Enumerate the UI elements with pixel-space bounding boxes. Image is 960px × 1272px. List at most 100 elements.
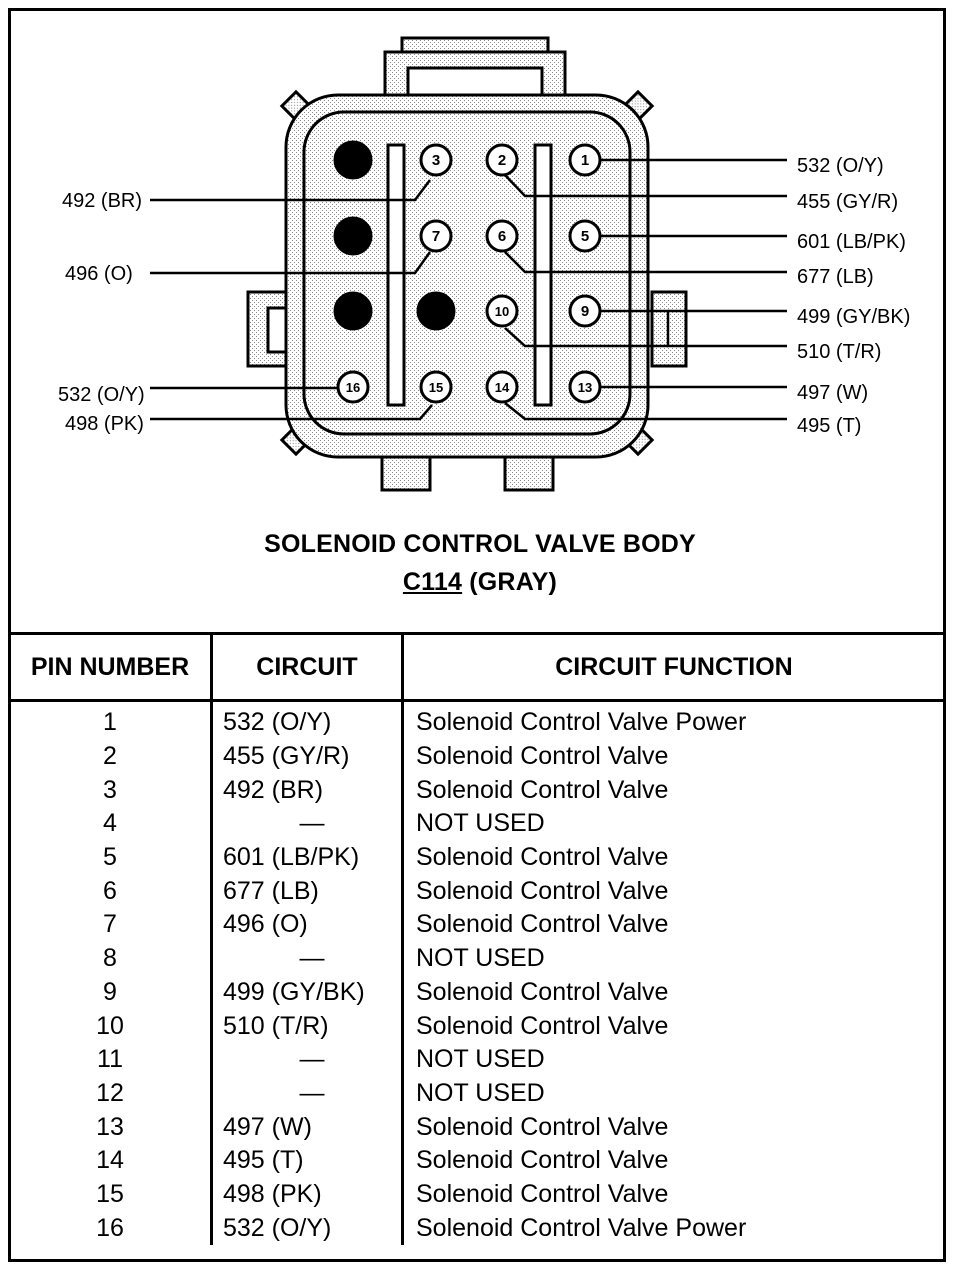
- circuit-cell: 677 (LB): [210, 874, 403, 909]
- circuit-cell: —: [210, 807, 403, 841]
- circuit-cell: —: [210, 1076, 403, 1111]
- pin-number-cell: 6: [103, 876, 117, 905]
- pin-circle: [419, 143, 453, 177]
- callout-label-497-w: 497 (W): [797, 382, 868, 404]
- pin-circle: [485, 294, 519, 328]
- circuit-cell: —: [210, 1042, 403, 1077]
- circuit-function-cell: NOT USED: [401, 807, 944, 841]
- pin-number-cell: 1: [103, 708, 117, 737]
- table-row: 14 495 (T)Solenoid Control Valve: [10, 1143, 944, 1178]
- callout-lines: [150, 158, 787, 421]
- circuit-function-cell: Solenoid Control Valve: [401, 840, 944, 875]
- pin-circle: [485, 143, 519, 177]
- pin-number-cell: 11: [97, 1045, 123, 1074]
- circuit-function-cell: Solenoid Control Valve: [401, 1009, 944, 1043]
- callout-label-510-tr: 510 (T/R): [797, 341, 881, 363]
- callout-label-498-pk: 498 (PK): [65, 413, 144, 435]
- pin-label: 12: [346, 304, 360, 319]
- table-row: 8—NOT USED: [10, 941, 944, 976]
- circuit-function-cell: Solenoid Control Valve: [401, 908, 944, 942]
- pin-circle: [568, 294, 602, 328]
- circuit-cell: 455 (GY/R): [210, 739, 403, 774]
- table-row: 4—NOT USED: [10, 807, 944, 841]
- pin-label: 15: [429, 380, 443, 395]
- pin-circle: [333, 291, 373, 331]
- callout-label-496-o: 496 (O): [65, 263, 133, 285]
- pin-5: 5: [568, 219, 602, 253]
- circuit-cell: 496 (O): [210, 908, 403, 942]
- pin-8: 8: [333, 216, 373, 256]
- pin-9: 9: [568, 294, 602, 328]
- pin-circle: [336, 370, 370, 404]
- table-row: 6 677 (LB)Solenoid Control Valve: [10, 874, 944, 909]
- table-row: 5 601 (LB/PK)Solenoid Control Valve: [10, 840, 944, 875]
- callout-label-532-oy-left: 532 (O/Y): [58, 384, 145, 406]
- circuit-cell: 499 (GY/BK): [210, 975, 403, 1010]
- connector-color: (GRAY): [469, 568, 558, 596]
- table-row: 1 532 (O/Y)Solenoid Control Valve Power: [10, 700, 944, 740]
- callout-label-492-br: 492 (BR): [62, 190, 142, 212]
- circuit-function-cell: Solenoid Control Valve: [401, 1143, 944, 1178]
- pin-number-cell: 5: [103, 843, 117, 872]
- pin-circle: [416, 291, 456, 331]
- pin-label: 4: [349, 152, 358, 169]
- pin-10: 10: [485, 294, 519, 328]
- header-circuit-function: CIRCUIT FUNCTION: [401, 632, 944, 702]
- pin-label: 9: [581, 303, 589, 320]
- circuit-function-cell: Solenoid Control Valve: [401, 773, 944, 808]
- circuit-function-cell: Solenoid Control Valve: [401, 1110, 944, 1144]
- circuit-cell: 532 (O/Y): [210, 1211, 403, 1245]
- pin-label: 6: [498, 228, 506, 245]
- pin-circle: [568, 219, 602, 253]
- callout-label-601-lbpk: 601 (LB/PK): [797, 231, 906, 253]
- pin-16: 16: [336, 370, 370, 404]
- callout-label-532-oy-right: 532 (O/Y): [797, 155, 884, 177]
- pin-3: 3: [419, 143, 453, 177]
- pin-1: 1: [568, 143, 602, 177]
- connector-id: C114: [402, 568, 463, 596]
- pin-circle: [333, 140, 373, 180]
- pin-label: 10: [495, 304, 509, 319]
- circuit-function-cell: Solenoid Control Valve: [401, 739, 944, 774]
- pin-circle: [485, 219, 519, 253]
- circuit-cell: 532 (O/Y): [210, 700, 403, 740]
- pin-14: 14: [485, 370, 519, 404]
- pin-number-cell: 12: [96, 1078, 124, 1107]
- pin-label: 16: [346, 380, 360, 395]
- pin-label: 7: [432, 228, 440, 245]
- circuit-cell: 601 (LB/PK): [210, 840, 403, 875]
- pin-label: 8: [349, 228, 357, 245]
- circuit-cell: 497 (W): [210, 1110, 403, 1144]
- pin-label: 5: [581, 228, 589, 245]
- pin-label: 1: [581, 152, 589, 169]
- pin-label: 11: [429, 304, 443, 319]
- callout-label-499-gybk: 499 (GY/BK): [797, 306, 910, 328]
- pin-11: 11: [416, 291, 456, 331]
- circuit-cell: 495 (T): [210, 1143, 403, 1178]
- circuit-function-cell: Solenoid Control Valve: [401, 874, 944, 909]
- pin-label: 3: [432, 152, 440, 169]
- table-row: 11—NOT USED: [10, 1042, 944, 1077]
- circuit-function-cell: Solenoid Control Valve: [401, 975, 944, 1010]
- connector-body: [284, 93, 650, 459]
- pin-circle: [568, 370, 602, 404]
- circuit-function-cell: Solenoid Control Valve Power: [401, 700, 944, 740]
- pin-number-cell: 16: [96, 1213, 124, 1242]
- diagram-title: SOLENOID CONTROL VALVE BODY: [264, 530, 696, 558]
- pin-7: 7: [419, 219, 453, 253]
- circuit-function-cell: NOT USED: [401, 941, 944, 976]
- pin-number-cell: 10: [96, 1011, 124, 1040]
- pin-6: 6: [485, 219, 519, 253]
- connector-subtitle: C114 (GRAY): [0, 568, 960, 597]
- pin-number-cell: 14: [96, 1146, 124, 1175]
- callout-label-455-gyr: 455 (GY/R): [797, 191, 898, 213]
- header-pin-number: PIN NUMBER: [10, 632, 212, 702]
- pin-number-cell: 2: [103, 742, 117, 771]
- circuit-cell: —: [210, 941, 403, 976]
